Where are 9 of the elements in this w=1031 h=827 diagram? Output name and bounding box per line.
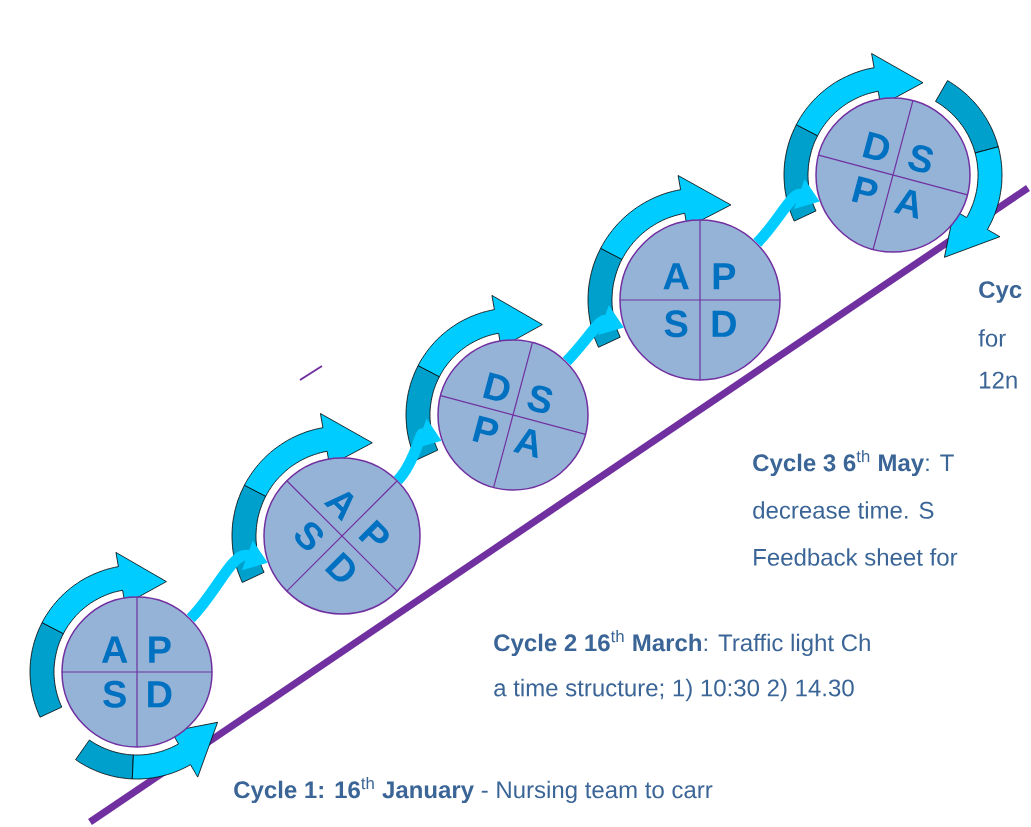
cycle-note: Cycle 3 6$^{th}$ May: T	[753, 449, 954, 477]
cycle-note: Cycle 1: 16$^{th}$ January - Nursing team to carr	[234, 776, 713, 804]
cycle-note: a time structure; 1) 10:30 2) 14.30	[494, 678, 854, 702]
cycle-note: Feedback sheet for	[754, 548, 958, 566]
cycle-note: decrease time. S	[753, 501, 934, 519]
cycle-note: Cyc	[979, 281, 1022, 303]
cycle-note: for	[978, 329, 1006, 347]
cycle-note: 12n	[980, 371, 1017, 389]
cycle-note: Cycle 2 16$^{th}$ March: Traffic light Ch	[494, 629, 870, 657]
